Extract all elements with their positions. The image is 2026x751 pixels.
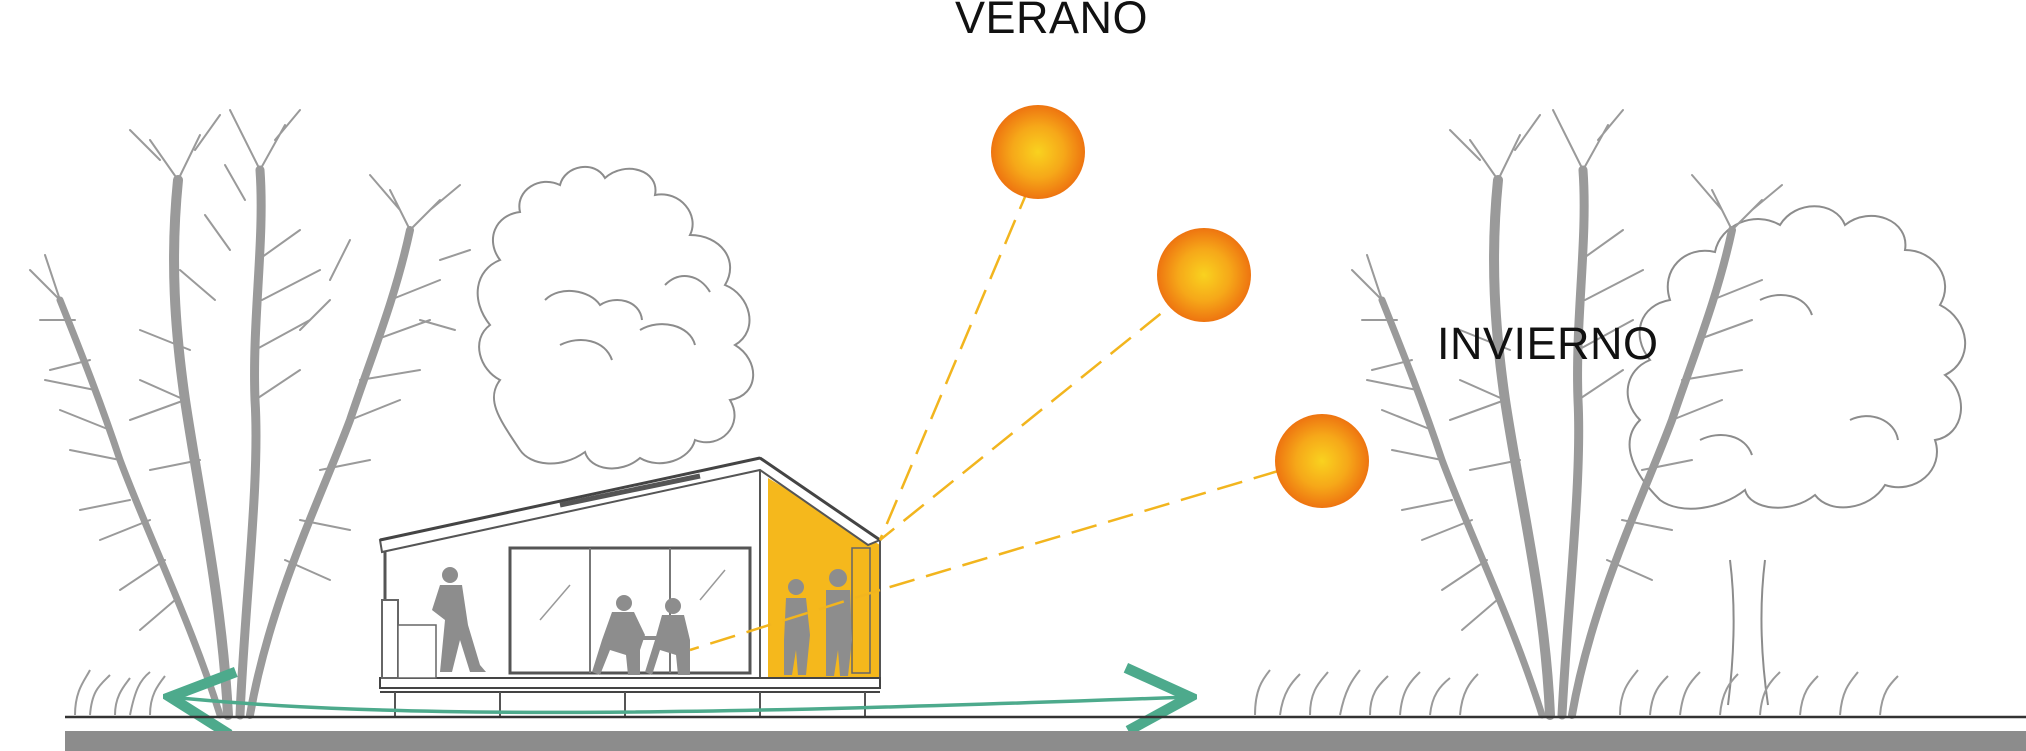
cabin-deck: [379, 677, 881, 689]
skylight: [559, 473, 701, 508]
people-silhouettes: [432, 567, 852, 676]
sun-rays: [689, 184, 1316, 652]
high-sun: [991, 105, 1085, 199]
summer-label: VERANO: [955, 0, 1149, 43]
winter-label: INVIERNO: [1437, 318, 1659, 369]
summer-ray: [878, 184, 1032, 541]
background-tree-outline: [476, 165, 755, 470]
suns: [991, 105, 1369, 508]
shrubs: [74, 669, 1899, 716]
right-bare-tree: [1351, 109, 1783, 720]
cross-ventilation-arrow: [170, 697, 1190, 712]
ground-band: [65, 731, 2026, 751]
winter-ray: [879, 458, 1316, 592]
mid-season-ray: [879, 289, 1191, 541]
winter-ray-interior: [689, 588, 881, 652]
low-sun: [1275, 414, 1369, 508]
left-bare-tree: [29, 109, 471, 720]
right-tree-outline: [1626, 205, 1967, 706]
mid-sun: [1157, 228, 1251, 322]
